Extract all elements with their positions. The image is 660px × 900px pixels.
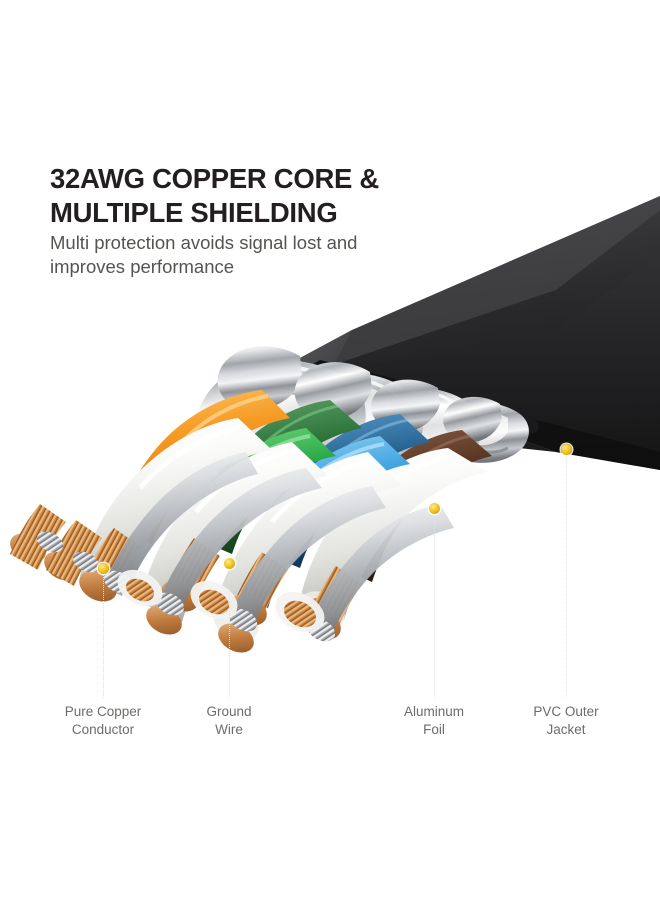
jacket-top-highlight — [318, 196, 660, 366]
callout-line-pvc-outer-jacket — [566, 454, 567, 698]
callout-dot-pvc-outer-jacket — [560, 443, 572, 455]
callout-label-ground-wire: Ground Wire — [206, 704, 252, 737]
callout-label-pvc-outer-jacket: PVC Outer Jacket — [533, 704, 599, 737]
callout-label-aluminum-foil: Aluminum Foil — [403, 704, 465, 737]
shield-upper-lobes — [217, 346, 502, 443]
callout-dot-pure-copper-conductor — [97, 562, 109, 574]
jacket-front-face — [330, 252, 660, 470]
page-title: 32AWG COPPER CORE & MULTIPLE SHIELDING — [50, 163, 379, 228]
callout-dot-ground-wire — [223, 557, 235, 569]
callout-label-pure-copper-conductor: Pure Copper Conductor — [64, 704, 142, 737]
callout-dot-aluminum-foil — [428, 502, 440, 514]
page-subtitle: Multi protection avoids signal lost and … — [50, 232, 358, 278]
callout-line-pure-copper-conductor — [103, 573, 104, 698]
white-tip-highlights — [117, 569, 325, 633]
callout-line-aluminum-foil — [434, 513, 435, 698]
callout-line-ground-wire — [229, 568, 230, 698]
